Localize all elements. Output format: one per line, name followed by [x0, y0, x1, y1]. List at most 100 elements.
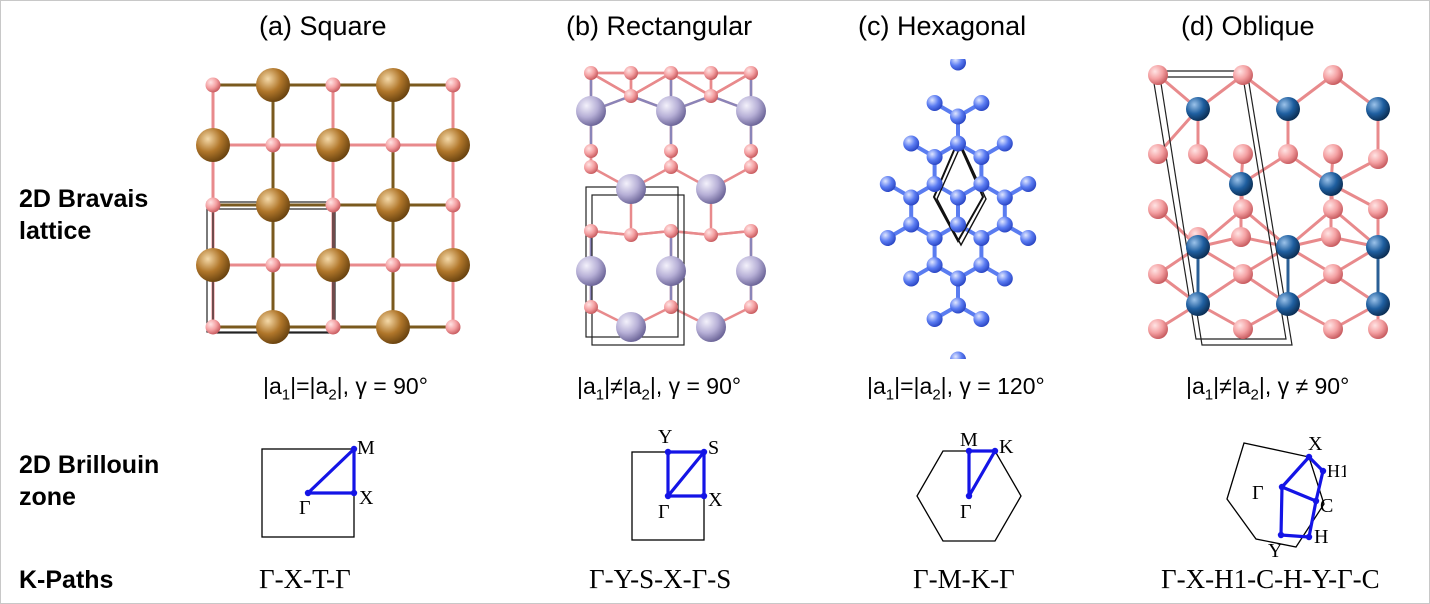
label-s: S	[708, 437, 719, 459]
bond	[709, 71, 753, 98]
row-label-brillouin: 2D Brillouin zone	[19, 449, 159, 513]
carbon-atom	[950, 297, 966, 314]
h-point	[1305, 533, 1313, 541]
condition-sub: 1	[281, 386, 291, 404]
oxygen-atom	[704, 89, 718, 103]
metal-atom	[1186, 292, 1210, 316]
metal-atom	[656, 256, 686, 286]
condition-sub: 1	[885, 386, 895, 404]
condition-text: |=|a	[894, 373, 933, 399]
oxygen-atom	[1321, 227, 1341, 247]
carbon-atom	[1020, 176, 1037, 192]
oxygen-atom	[744, 144, 758, 158]
oxygen-atom	[664, 144, 678, 158]
oxygen-atom	[584, 224, 598, 238]
label-k: K	[999, 436, 1014, 458]
metal-atom	[316, 248, 350, 282]
carbon-atom	[903, 135, 920, 152]
oblique-lattice-structure	[1148, 65, 1390, 346]
carbon-atom	[879, 230, 896, 246]
carbon-atom	[950, 59, 966, 71]
oxygen-atom	[744, 66, 758, 80]
label-x: X	[1308, 433, 1323, 455]
square-lattice-structure	[196, 68, 470, 344]
condition-text: |a	[263, 373, 282, 399]
unit-cell	[932, 138, 985, 244]
condition-text: |=|a	[290, 373, 329, 399]
condition-text: |, γ = 120°	[940, 373, 1045, 399]
label-m: M	[960, 429, 978, 451]
carbon-atom	[926, 176, 943, 192]
metal-atom	[376, 68, 410, 102]
metal-atom	[196, 128, 230, 162]
oxygen-atom	[1148, 199, 1168, 219]
oxygen-atom	[744, 300, 758, 314]
oxygen-atom	[205, 319, 221, 335]
oxygen-atom	[1233, 199, 1253, 219]
label-x: X	[359, 487, 374, 509]
oxygen-atom	[385, 257, 401, 273]
metal-atom	[316, 128, 350, 162]
condition-square: |a1|=|a2|, γ = 90°	[263, 373, 428, 404]
carbon-atom	[973, 311, 990, 327]
x-point	[350, 489, 358, 497]
oxygen-atom	[1148, 144, 1168, 164]
row-label-lattice-line1: 2D Bravais	[19, 185, 149, 213]
metal-atom	[256, 188, 290, 222]
oxygen-atom	[1278, 144, 1298, 164]
rectangular-brillouin-zone: Y S X Γ	[631, 426, 723, 541]
oxygen-atom	[1368, 319, 1388, 339]
metal-atom	[256, 68, 290, 102]
k-path-line	[666, 450, 706, 498]
condition-text: |, γ = 90°	[649, 373, 742, 399]
metal-atom	[1366, 235, 1390, 259]
carbon-atom	[950, 351, 966, 359]
x-point	[1305, 453, 1313, 461]
gamma-point	[664, 492, 672, 500]
carbon-atom	[903, 216, 920, 233]
oxygen-atom	[265, 137, 281, 153]
label-c: C	[1320, 495, 1333, 517]
metal-atom	[616, 312, 646, 342]
gamma-point	[304, 489, 312, 497]
label-y: Y	[658, 426, 672, 448]
metal-atom	[376, 188, 410, 222]
metal-atom	[256, 310, 290, 344]
metal-atom	[1229, 172, 1253, 196]
carbon-atom	[926, 257, 943, 273]
bond	[629, 71, 673, 98]
y-point	[664, 448, 672, 456]
condition-sub: 1	[1204, 386, 1214, 404]
carbon-atom	[950, 216, 966, 233]
oxygen-atom	[664, 224, 678, 238]
carbon-atom	[926, 230, 943, 246]
k-path-line	[1279, 455, 1325, 539]
oxygen-atom	[265, 257, 281, 273]
metal-atom	[736, 96, 766, 126]
oxygen-atom	[445, 319, 461, 335]
oxygen-atom	[1323, 264, 1343, 284]
condition-hexagonal: |a1|=|a2|, γ = 120°	[867, 373, 1045, 404]
carbon-atom	[973, 230, 990, 246]
metal-atom	[576, 256, 606, 286]
oxygen-atom	[744, 224, 758, 238]
label-h1: H1	[1327, 461, 1346, 481]
metal-atom	[1186, 97, 1210, 121]
carbon-atom	[903, 270, 920, 287]
square-brillouin-zone: M X Γ	[261, 437, 375, 538]
oxygen-atom	[664, 66, 678, 80]
label-h: H	[1314, 526, 1328, 548]
metal-atom	[1276, 97, 1300, 121]
oxygen-atom	[325, 77, 341, 93]
row-label-lattice: 2D Bravais lattice	[19, 183, 148, 247]
condition-text: |, γ ≠ 90°	[1258, 373, 1350, 399]
title-rectangular: (b) Rectangular	[566, 11, 753, 41]
condition-sub: 2	[328, 386, 337, 404]
condition-oblique: |a1|≠|a2|, γ ≠ 90°	[1186, 373, 1349, 404]
metal-atom	[1186, 235, 1210, 259]
carbon-atom	[926, 149, 943, 165]
row-label-kpaths: K-Paths	[19, 566, 114, 594]
metal-atom	[436, 128, 470, 162]
oxygen-atom	[385, 137, 401, 153]
h1-point	[1319, 467, 1327, 475]
